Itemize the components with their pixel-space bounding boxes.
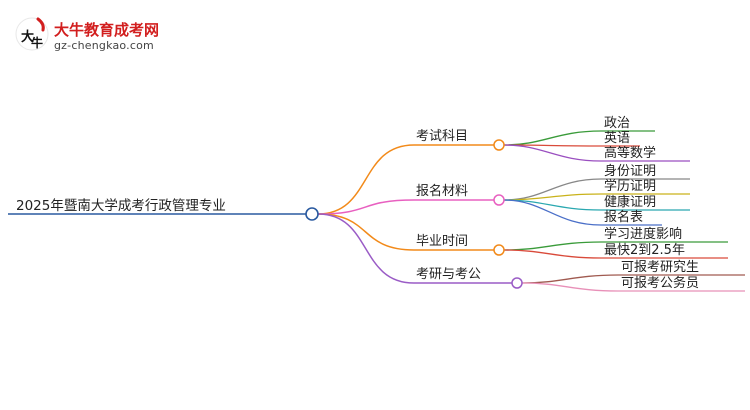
branch-node-3 (493, 244, 505, 256)
logo-glyph-1: 大 (21, 29, 34, 45)
leaf-topic-2-1: 身份证明 (604, 164, 657, 179)
leaf-topic-1-1: 政治 (604, 116, 631, 131)
branch-node-1 (493, 139, 505, 151)
leaf-curve-4-1 (521, 274, 619, 284)
logo-glyph-2: 牛 (31, 35, 43, 50)
branch-curve-4 (317, 213, 415, 284)
root-node (305, 207, 319, 221)
branch-topic-2: 报名材料 (416, 184, 469, 199)
leaf-topic-2-4: 报名表 (604, 210, 644, 225)
root-topic: 2025年暨南大学成考行政管理专业 (16, 198, 226, 214)
leaf-curve-2-4 (503, 199, 602, 226)
leaf-topic-2-3: 健康证明 (604, 195, 657, 210)
branch-topic-1: 考试科目 (416, 129, 469, 144)
leaf-curve-2-2 (503, 193, 602, 201)
leaf-topic-4-2: 可报考公务员 (621, 276, 700, 291)
brand-logo: 大 牛 大牛教育成考网 gz-chengkao.com (14, 16, 174, 58)
branch-curve-2 (317, 199, 415, 215)
leaf-topic-1-3: 高等数学 (604, 146, 657, 161)
branch-node-4 (511, 277, 523, 289)
leaf-topic-3-2: 最快2到2.5年 (604, 243, 685, 258)
brand-name: 大牛教育成考网 (54, 21, 160, 39)
branch-topic-4: 考研与考公 (416, 267, 482, 282)
leaf-topic-3-1: 学习进度影响 (604, 227, 683, 242)
branch-node-2 (493, 194, 505, 206)
leaf-topic-2-2: 学历证明 (604, 179, 657, 194)
brand-logo-icon: 大 牛 (15, 17, 49, 51)
branch-curve-3 (317, 213, 415, 251)
leaf-topic-1-2: 英语 (604, 131, 631, 146)
leaf-curve-1-1 (503, 130, 602, 146)
branch-curve-1 (317, 144, 415, 215)
leaf-curve-3-1 (503, 241, 602, 251)
branch-topic-3: 毕业时间 (416, 234, 469, 249)
leaf-curve-4-2 (521, 282, 619, 292)
brand-url: gz-chengkao.com (54, 39, 154, 52)
leaf-curve-3-2 (503, 249, 602, 259)
leaf-topic-4-1: 可报考研究生 (621, 260, 700, 275)
leaf-curve-1-3 (503, 144, 602, 162)
